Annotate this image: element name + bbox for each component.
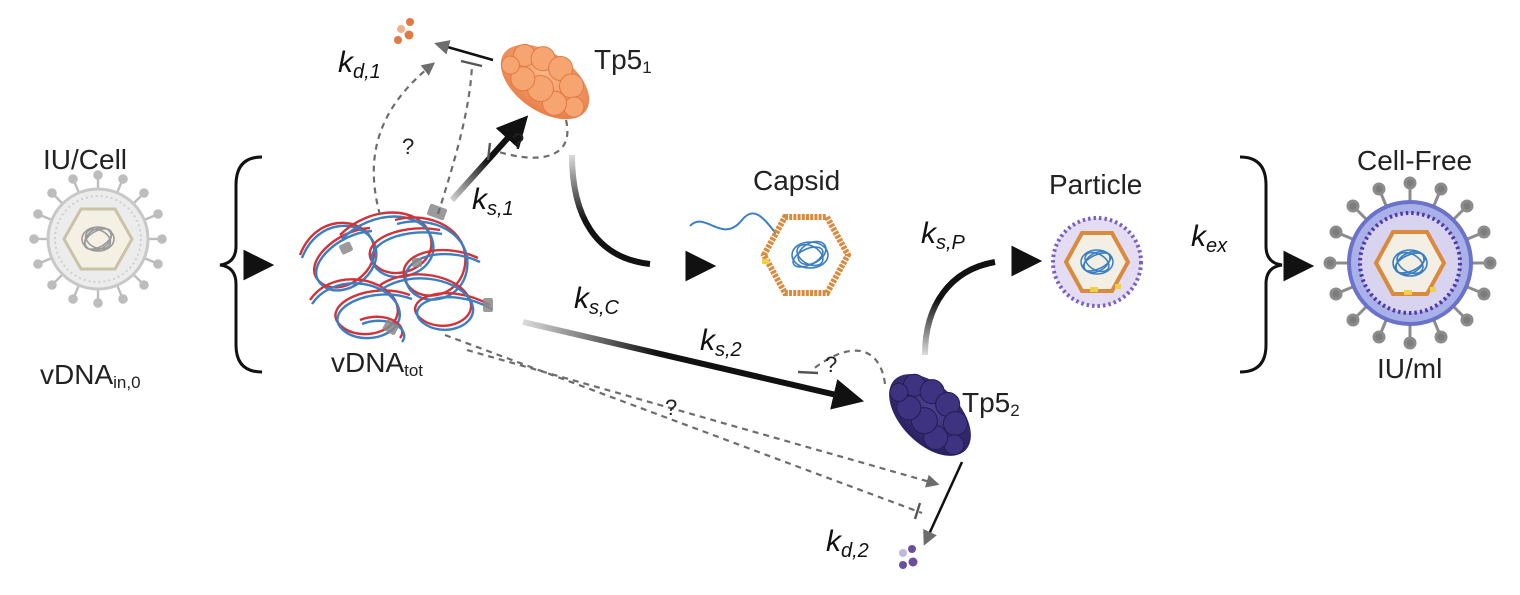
- cell-free-label: Cell-Free: [1357, 145, 1473, 176]
- orange-protein-icon: [500, 43, 590, 120]
- iu-cell-label: IU/Cell: [43, 144, 128, 175]
- ks2-k: k: [700, 324, 715, 357]
- vdna-in-label: vDNAin,0: [40, 359, 141, 392]
- tp5-2-main: Tp5: [962, 387, 1011, 418]
- kd1-arrow: [434, 40, 494, 62]
- purple-degradation-fragments-icon: [899, 545, 918, 569]
- assembled-particle-icon: [1051, 216, 1143, 308]
- iu-ml-label: IU/ml: [1377, 353, 1443, 384]
- kd1-sub: d,1: [353, 61, 381, 83]
- kd2-k: k: [826, 525, 841, 558]
- ks1-sub: s,1: [487, 198, 514, 220]
- ks2-sub: s,2: [715, 339, 742, 361]
- viral-dna-tangle-icon: [298, 203, 493, 343]
- kex-sub: ex: [1206, 235, 1228, 257]
- ksC-label: ks,C: [574, 282, 619, 319]
- ks1-k: k: [472, 183, 487, 216]
- virus-particle-icon: [29, 170, 167, 308]
- tp5-1-to-capsid-arrow: [569, 154, 651, 267]
- tp5-2-sub: 2: [1010, 401, 1020, 420]
- inhibition-bars: [460, 59, 922, 520]
- kd1-label: kd,1: [338, 46, 381, 83]
- cell-free-virion-icon: [1323, 176, 1497, 350]
- tp5-2-to-particle-arrow: [922, 259, 996, 356]
- vdna-tot-main: vDNA: [331, 347, 405, 378]
- question-mark-2: ?: [512, 129, 525, 154]
- ksP-label: ks,P: [921, 217, 965, 254]
- tp5-1-main: Tp5: [594, 44, 643, 75]
- capsid-label: Capsid: [753, 165, 841, 196]
- ksP-k: k: [921, 217, 936, 250]
- vdna-in-sub: in,0: [113, 373, 141, 392]
- regulatory-interactions: [372, 62, 940, 515]
- ks2-label: ks,2: [700, 324, 742, 361]
- ks2-arrow: [522, 319, 865, 410]
- right-brace: [1239, 155, 1283, 374]
- tp5-1-label: Tp51: [594, 44, 652, 77]
- kex-k: k: [1191, 220, 1206, 253]
- kd2-sub: d,2: [841, 540, 869, 562]
- kd1-k: k: [338, 46, 353, 79]
- capsid-icon: [689, 212, 852, 296]
- orange-degradation-fragments-icon: [394, 18, 414, 44]
- kex-label: kex: [1191, 220, 1228, 257]
- tp5-2-label: Tp52: [962, 387, 1020, 420]
- purple-protein-icon: [889, 373, 971, 456]
- ksC-k: k: [574, 282, 589, 315]
- particle-label: Particle: [1049, 169, 1143, 200]
- question-mark-3: ?: [825, 352, 838, 377]
- ksP-sub: s,P: [936, 232, 965, 254]
- kd2-arrow: [923, 461, 964, 546]
- ksC-sub: s,C: [589, 297, 619, 319]
- vdna-tot-label: vDNAtot: [331, 347, 424, 380]
- ks1-label: ks,1: [472, 183, 514, 220]
- vdna-in-main: vDNA: [40, 359, 114, 390]
- tp5-1-sub: 1: [642, 58, 652, 77]
- question-mark-1: ?: [402, 134, 415, 159]
- question-mark-4: ?: [665, 395, 678, 420]
- kd2-label: kd,2: [826, 525, 869, 562]
- vdna-tot-sub: tot: [404, 361, 424, 380]
